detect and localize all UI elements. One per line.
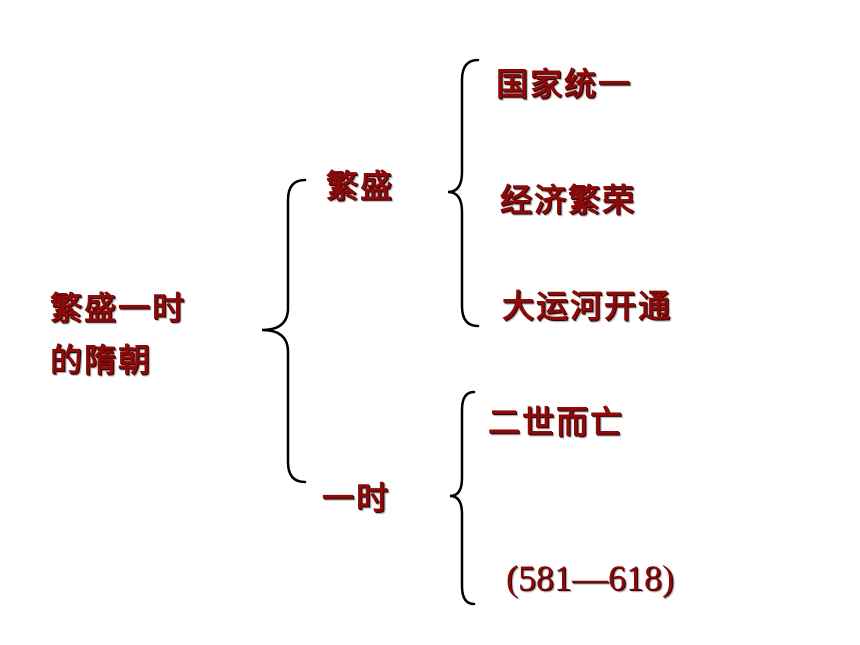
root-topic-line-1: 繁盛一时 [50,289,187,327]
brief-brace [449,390,476,606]
branch-prosperity-label: 繁盛 [326,167,395,205]
leaf-economic-prosperity: 经济繁荣 [500,181,637,219]
prosperity-brace [447,58,480,328]
root-topic: 繁盛一时 的隋朝 [50,282,186,386]
root-brace [261,178,307,484]
leaf-dynasty-years: (581—618) [506,558,674,598]
leaf-national-unification: 国家统一 [496,65,633,103]
root-topic-line-2: 的隋朝 [50,341,153,379]
branch-brief-label: 一时 [322,479,391,517]
leaf-grand-canal: 大运河开通 [502,287,673,325]
leaf-fell-in-second-reign: 二世而亡 [488,403,625,441]
